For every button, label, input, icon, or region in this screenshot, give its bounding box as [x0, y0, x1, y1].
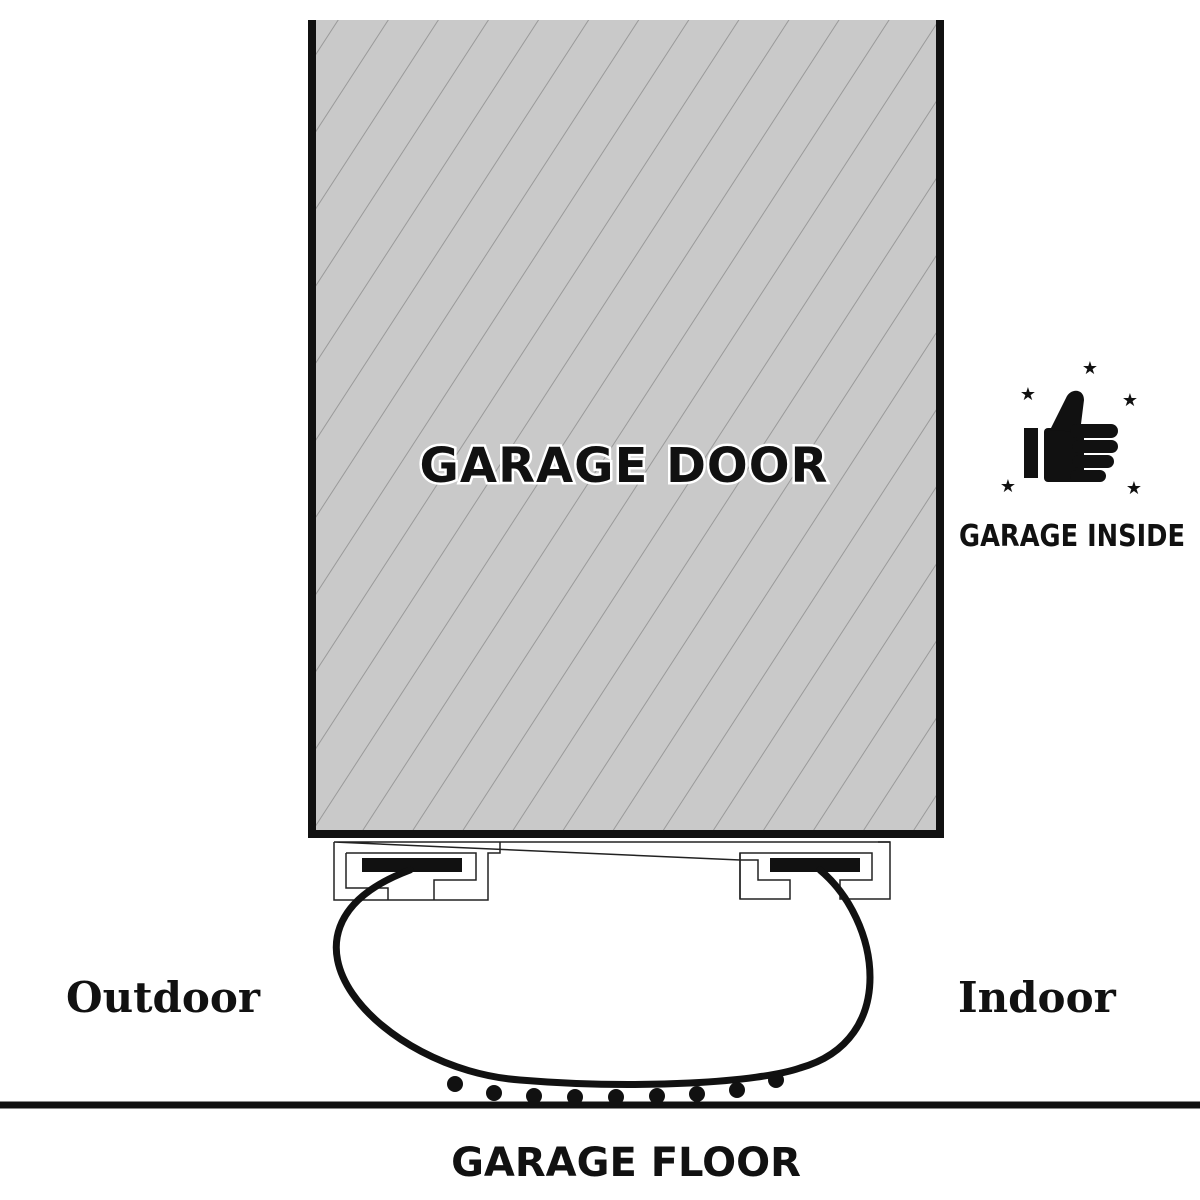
thumbs-up-icon [1024, 390, 1118, 482]
star-icon: ★ [1000, 476, 1016, 497]
star-icon: ★ ★ ★ ★ ★ [1000, 358, 1142, 499]
star-icon: ★ [1082, 358, 1098, 379]
indoor-label: Indoor [958, 973, 1117, 1022]
garage-floor-label: GARAGE FLOOR [451, 1140, 801, 1186]
seal-bumps [447, 1072, 784, 1105]
garage-door-label: GARAGE DOOR [420, 438, 829, 494]
garage-door [308, 20, 944, 838]
garage-inside-label: GARAGE INSIDE [959, 519, 1185, 554]
bulb-seal [333, 866, 874, 1088]
star-icon: ★ [1020, 384, 1036, 405]
outdoor-label: Outdoor [66, 973, 261, 1022]
seal-t-bars [362, 858, 860, 872]
retainer-track [333, 841, 891, 901]
star-icon: ★ [1126, 478, 1142, 499]
star-icon: ★ [1122, 390, 1138, 411]
